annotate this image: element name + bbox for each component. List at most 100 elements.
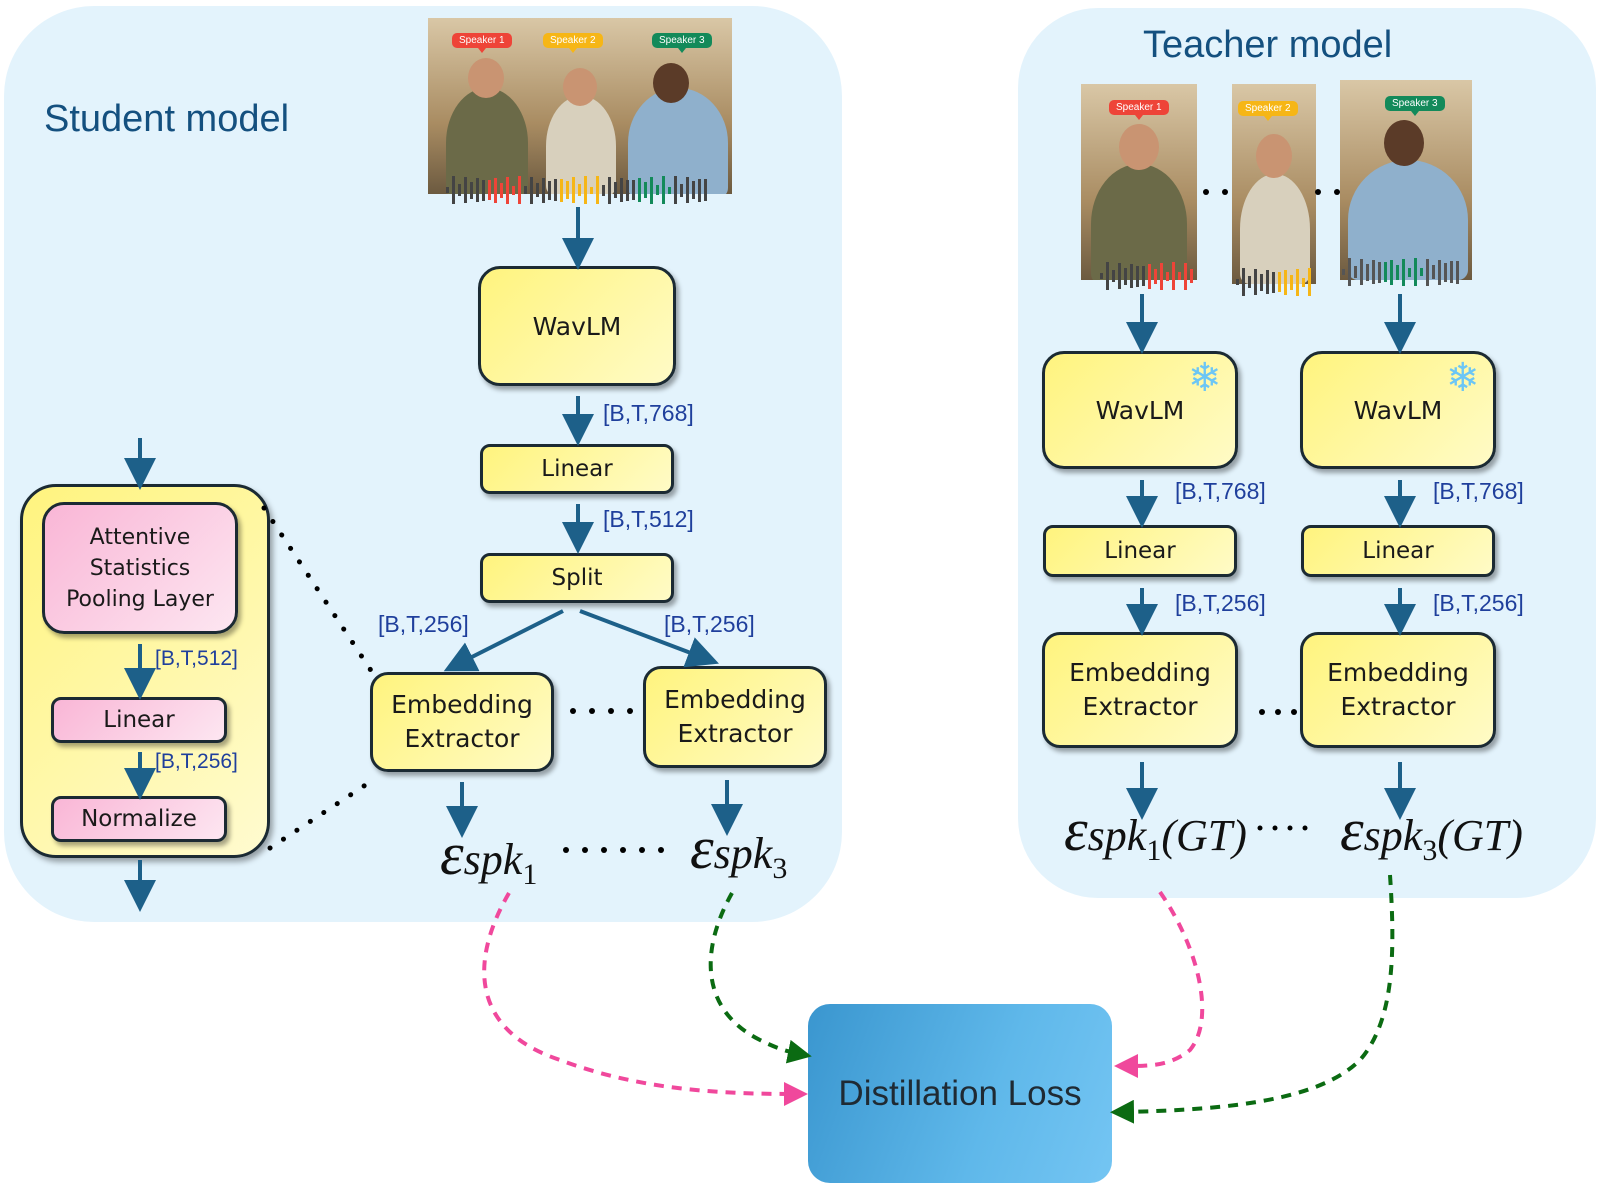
waveform-bar	[518, 176, 521, 204]
teacher-speaker-1-tag: Speaker 1	[1109, 100, 1169, 120]
waveform-bar	[596, 176, 599, 204]
snowflake-icon: ❄	[1188, 356, 1222, 400]
waveform-bar	[1378, 261, 1381, 283]
student-split-block: Split	[480, 553, 674, 603]
waveform-bar	[692, 181, 695, 199]
speaker-3-tag: Speaker 3	[652, 33, 712, 53]
waveform-bar	[1136, 265, 1139, 287]
student-embedding-extractor-1: Embedding Extractor	[370, 672, 554, 772]
waveform-bar	[674, 176, 677, 204]
snowflake-icon: ❄	[1446, 356, 1480, 400]
waveform-bar	[1290, 274, 1293, 290]
student-linear-block: Linear	[480, 444, 674, 494]
waveform-bar	[500, 182, 503, 198]
teacher-input-image-3	[1340, 80, 1472, 280]
student-wavlm-block: WavLM	[478, 266, 676, 386]
waveform-bar	[506, 176, 509, 204]
waveform-bar	[626, 179, 629, 201]
waveform-bar	[704, 179, 707, 201]
teacher-embedding-spk3-gt: εspk3(GT)	[1340, 797, 1523, 867]
waveform-bar	[680, 183, 683, 197]
teacher-input-image-1	[1081, 84, 1197, 280]
waveform-bar	[1450, 261, 1453, 283]
waveform-bar	[1142, 266, 1145, 286]
link-student-spk1-to-loss	[482, 891, 808, 1106]
waveform-bar	[1348, 258, 1351, 286]
person-2	[546, 96, 616, 194]
waveform-bar	[1148, 263, 1151, 289]
student-model-title: Student model	[44, 98, 290, 140]
waveform-bar	[488, 180, 491, 200]
normalize-block: Normalize	[51, 796, 227, 842]
waveform-bar	[446, 187, 449, 193]
waveform-bar	[542, 177, 545, 203]
teacher-wavlm-block-1: WavLM	[1042, 351, 1238, 469]
waveform-bar	[548, 180, 551, 200]
student-audio-waveform	[446, 176, 707, 204]
detail-dim-after-pooling: [B,T,512]	[155, 647, 238, 670]
waveform-bar	[566, 181, 569, 199]
waveform-bar	[1360, 259, 1363, 285]
waveform-bar	[1444, 262, 1447, 282]
waveform-bar	[620, 178, 623, 202]
waveform-bar	[1308, 268, 1311, 296]
waveform-bar	[1112, 270, 1115, 282]
waveform-bar	[1118, 263, 1121, 289]
teacher-linear-block-1: Linear	[1043, 525, 1237, 577]
waveform-bar	[560, 178, 563, 202]
waveform-bar	[1296, 268, 1299, 296]
waveform-bar	[572, 177, 575, 203]
waveform-bar	[614, 182, 617, 198]
waveform-bar	[1390, 259, 1393, 285]
student-embedding-spk1: εspk1	[440, 821, 538, 891]
teacher-input-image-2	[1232, 84, 1316, 284]
waveform-bar	[554, 179, 557, 201]
student-embedding-spk3: εspk3	[690, 815, 788, 885]
waveform-bar	[1408, 267, 1411, 277]
waveform-bar	[458, 184, 461, 196]
speaker-2-tag: Speaker 2	[543, 33, 603, 53]
teacher-audio-waveform-2	[1236, 268, 1311, 296]
teacher-audio-waveform-1	[1100, 262, 1193, 290]
dim-after-linear: [B,T,512]	[603, 506, 694, 532]
teacher-audio-waveform-3	[1342, 258, 1459, 286]
link-teacher-spk3-to-loss	[1110, 874, 1395, 1124]
detail-dim-after-linear: [B,T,256]	[155, 750, 238, 773]
waveform-bar	[476, 178, 479, 202]
waveform-bar	[1130, 264, 1133, 288]
waveform-bar	[1372, 260, 1375, 284]
waveform-bar	[644, 182, 647, 198]
waveform-bar	[1354, 266, 1357, 278]
waveform-bar	[464, 177, 467, 203]
dim-split-right: [B,T,256]	[664, 611, 755, 637]
waveform-bar	[1190, 269, 1193, 283]
waveform-bar	[1278, 272, 1281, 292]
distillation-loss-label: Distillation Loss	[838, 1073, 1082, 1113]
waveform-bar	[536, 183, 539, 197]
waveform-bar	[1124, 267, 1127, 285]
waveform-bar	[662, 176, 665, 204]
waveform-bar	[1414, 258, 1417, 286]
detail-linear-block: Linear	[51, 697, 227, 743]
waveform-bar	[452, 176, 455, 204]
waveform-bar	[1166, 271, 1169, 281]
waveform-bar	[530, 176, 533, 204]
waveform-bar	[1154, 268, 1157, 284]
waveform-bar	[470, 181, 473, 199]
waveform-bar	[1236, 279, 1239, 285]
waveform-bar	[1420, 268, 1423, 276]
waveform-bar	[1100, 273, 1103, 279]
waveform-bar	[1178, 272, 1181, 280]
waveform-bar	[1106, 262, 1109, 290]
waveform-bar	[1342, 269, 1345, 275]
waveform-bar	[608, 176, 611, 204]
teacher-embedding-spk1-gt: εspk1(GT)	[1064, 797, 1247, 867]
teacher-dim-after-linear-1: [B,T,256]	[1175, 590, 1266, 616]
waveform-bar	[686, 177, 689, 203]
waveform-bar	[638, 178, 641, 202]
teacher-dim-after-wavlm-3: [B,T,768]	[1433, 478, 1524, 504]
person-1	[446, 88, 528, 194]
waveform-bar	[494, 177, 497, 203]
waveform-bar	[1432, 265, 1435, 279]
waveform-bar	[1284, 269, 1287, 295]
